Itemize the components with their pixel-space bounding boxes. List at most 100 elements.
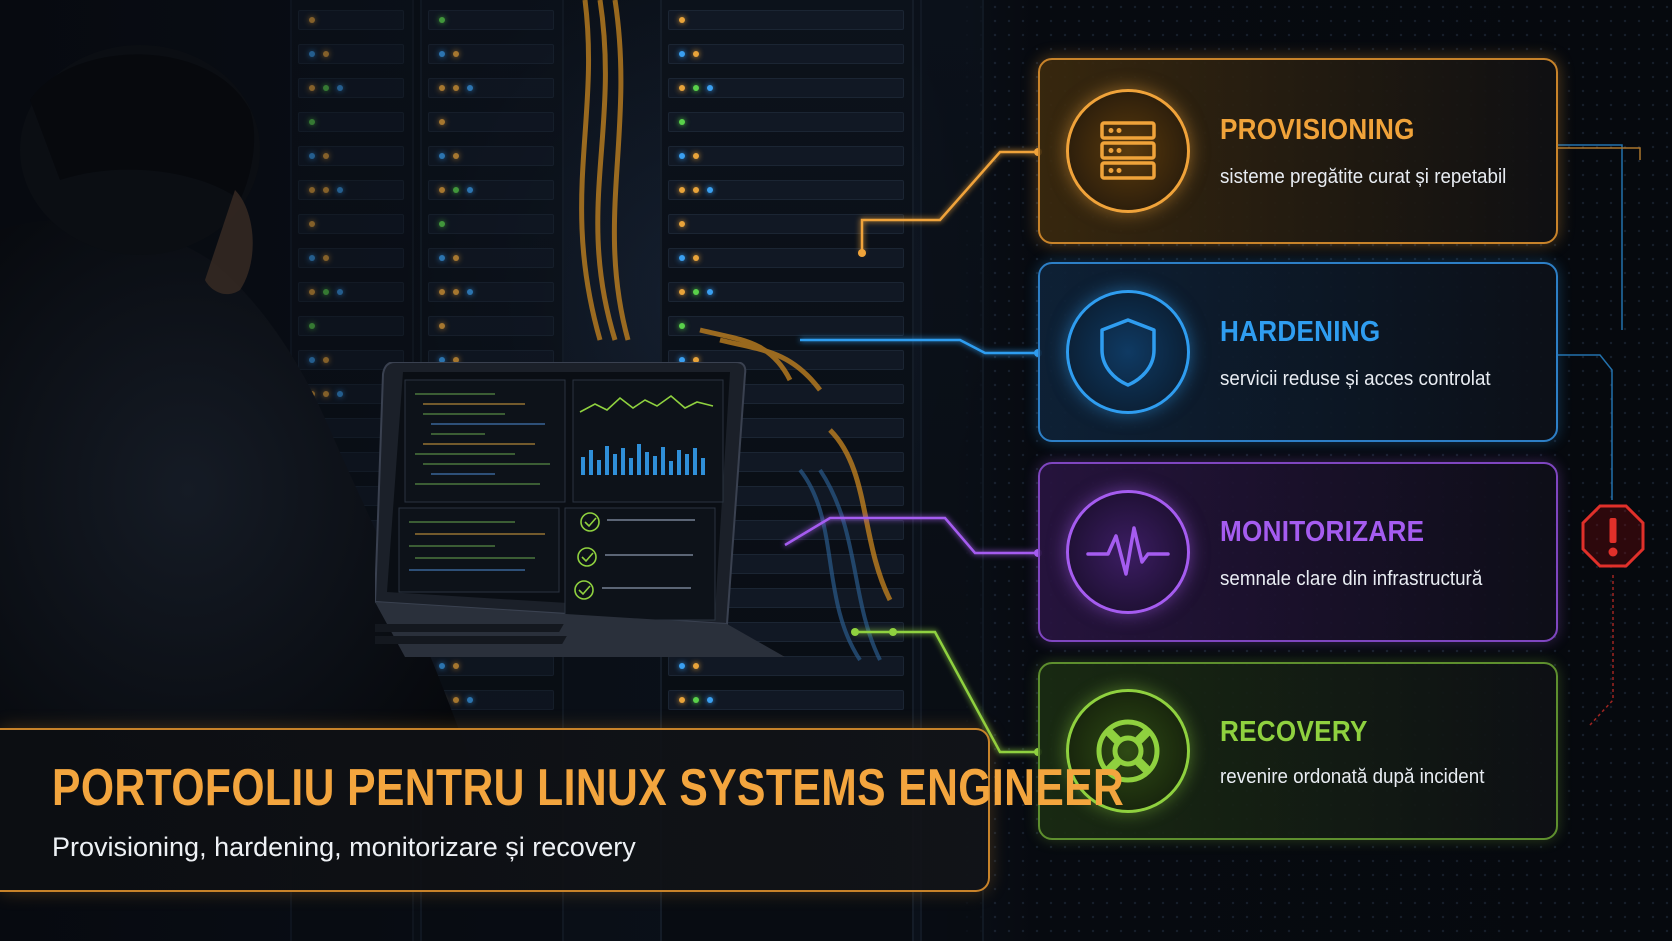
rack-unit (298, 112, 404, 132)
rack-unit (428, 282, 554, 302)
status-led (693, 255, 699, 261)
status-led (309, 51, 315, 57)
card-provisioning: PROVISIONING sisteme pregătite curat și … (1038, 58, 1558, 244)
rack-unit (668, 316, 904, 336)
hardening-icon-circle (1066, 290, 1190, 414)
status-led (323, 391, 329, 397)
rack-unit (668, 44, 904, 64)
rack-unit (668, 248, 904, 268)
status-led (439, 51, 445, 57)
status-led (693, 357, 699, 363)
status-led (439, 221, 445, 227)
status-led (693, 663, 699, 669)
status-led (679, 323, 685, 329)
status-led (323, 289, 329, 295)
status-led (693, 289, 699, 295)
card-monitorizare: MONITORIZARE semnale clare din infrastru… (1038, 462, 1558, 642)
status-led (693, 697, 699, 703)
rack-unit (428, 78, 554, 98)
status-led (309, 221, 315, 227)
status-led (323, 153, 329, 159)
status-led (453, 255, 459, 261)
rack-unit (298, 180, 404, 200)
rack-unit (668, 214, 904, 234)
laptop-dashboard (375, 362, 785, 657)
status-led (309, 119, 315, 125)
card-description: servicii reduse și acces controlat (1220, 368, 1491, 390)
status-led (323, 187, 329, 193)
status-led (323, 255, 329, 261)
status-led (707, 289, 713, 295)
status-led (453, 85, 459, 91)
status-led (679, 119, 685, 125)
rack-unit (668, 690, 904, 710)
rack-unit (298, 282, 404, 302)
rack-unit (298, 146, 404, 166)
status-led (309, 255, 315, 261)
status-led (693, 51, 699, 57)
page-title: PORTOFOLIU PENTRU LINUX SYSTEMS ENGINEER (52, 759, 1125, 817)
status-led (439, 357, 445, 363)
status-led (337, 187, 343, 193)
status-led (707, 697, 713, 703)
shield-icon (1100, 318, 1156, 387)
rack-unit (668, 146, 904, 166)
status-led (679, 221, 685, 227)
rack-unit (298, 248, 404, 268)
status-led (337, 391, 343, 397)
status-led (439, 289, 445, 295)
status-led (693, 153, 699, 159)
page-subtitle: Provisioning, hardening, monitorizare și… (52, 832, 636, 862)
rack-unit (428, 44, 554, 64)
status-led (309, 85, 315, 91)
card-description: sisteme pregătite curat și repetabil (1220, 166, 1507, 188)
status-led (439, 187, 445, 193)
status-led (679, 697, 685, 703)
status-led (439, 85, 445, 91)
monitorizare-icon-circle (1066, 490, 1190, 614)
heartbeat-icon (1086, 526, 1170, 576)
rack-unit (298, 316, 404, 336)
status-led (309, 17, 315, 23)
rack-unit (668, 10, 904, 30)
card-title: HARDENING (1220, 316, 1381, 348)
status-led (679, 51, 685, 57)
status-led (309, 357, 315, 363)
status-led (679, 153, 685, 159)
status-led (439, 323, 445, 329)
status-led (439, 17, 445, 23)
rack-unit (298, 350, 404, 370)
status-led (453, 289, 459, 295)
card-hardening: HARDENING servicii reduse și acces contr… (1038, 262, 1558, 442)
alert-octagon-icon (1581, 504, 1645, 568)
status-led (453, 51, 459, 57)
rack-unit (428, 112, 554, 132)
status-led (439, 663, 445, 669)
lifebuoy-icon (1096, 719, 1160, 783)
card-description: semnale clare din infrastructură (1220, 568, 1483, 590)
provisioning-icon-circle (1066, 89, 1190, 213)
rack-unit (428, 248, 554, 268)
status-led (679, 17, 685, 23)
status-led (453, 697, 459, 703)
status-led (439, 255, 445, 261)
rack-unit (668, 78, 904, 98)
status-led (693, 85, 699, 91)
status-led (323, 51, 329, 57)
status-led (467, 85, 473, 91)
rack-unit (428, 316, 554, 336)
card-title: MONITORIZARE (1220, 516, 1425, 548)
status-led (439, 153, 445, 159)
rack-unit (298, 10, 404, 30)
status-led (337, 85, 343, 91)
rack-unit (428, 214, 554, 234)
title-banner: PORTOFOLIU PENTRU LINUX SYSTEMS ENGINEER… (0, 728, 1124, 892)
server-stack-icon (1100, 121, 1156, 180)
engineer-silhouette (0, 45, 470, 760)
rack-unit (668, 282, 904, 302)
recovery-icon-circle (1066, 689, 1190, 813)
status-led (309, 187, 315, 193)
rack-unit (668, 112, 904, 132)
card-recovery: RECOVERY revenire ordonată după incident (1038, 662, 1558, 840)
